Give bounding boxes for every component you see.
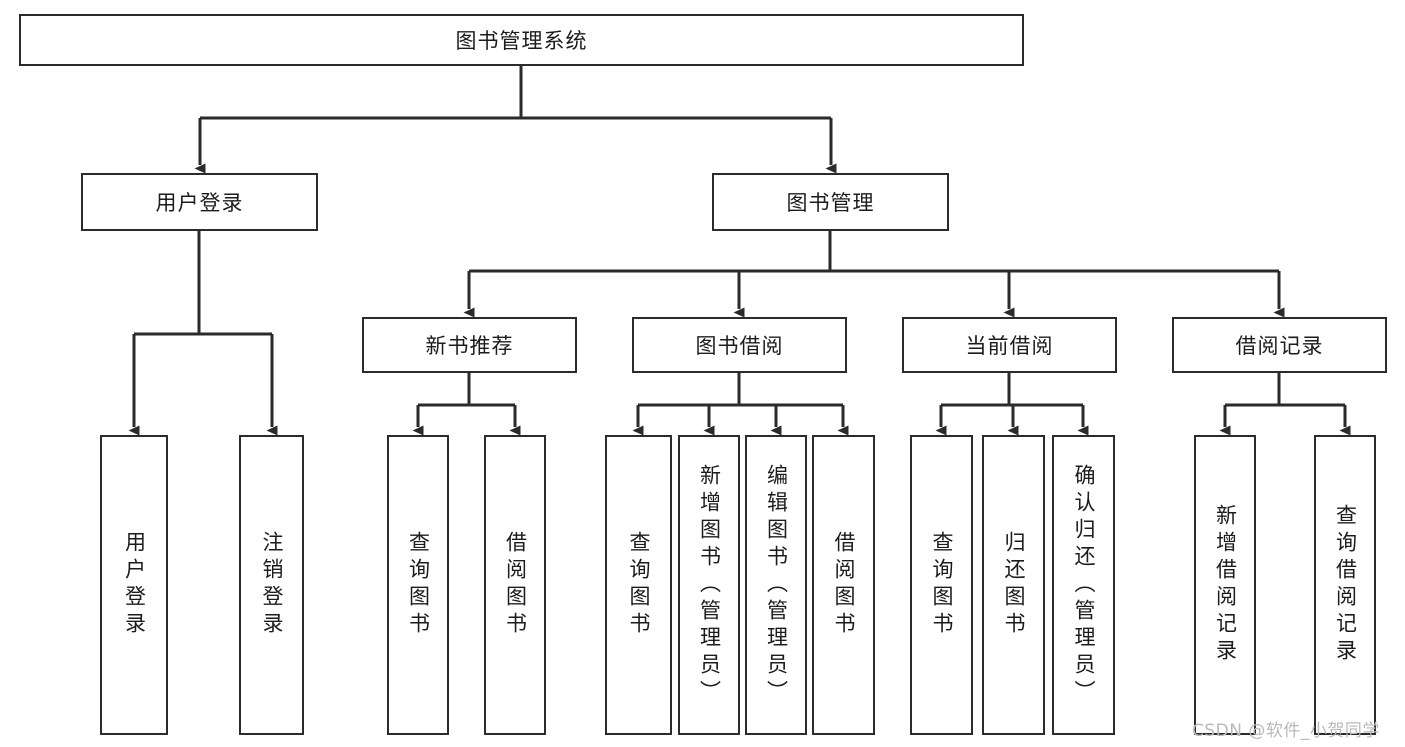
node-label: 当前借阅 <box>965 334 1054 358</box>
node-borrow-record[interactable]: 借阅记录 <box>1172 317 1387 373</box>
node-label: 图书借阅 <box>695 334 784 358</box>
leaf-add-book[interactable]: 新增图书（管理员） <box>678 435 740 735</box>
leaf-query-book-current[interactable]: 查询图书 <box>910 435 973 735</box>
node-label: 注销登录 <box>260 531 284 639</box>
leaf-add-borrow-record[interactable]: 新增借阅记录 <box>1194 435 1256 735</box>
node-label: 查询图书 <box>406 531 431 639</box>
node-label: 借阅图书 <box>832 531 856 639</box>
leaf-return-book[interactable]: 归还图书 <box>982 435 1045 735</box>
node-label: 图书管理系统 <box>455 29 588 53</box>
node-label: 用户登录 <box>155 191 244 215</box>
node-label: 查询借阅记录 <box>1333 504 1358 666</box>
leaf-edit-book[interactable]: 编辑图书（管理员） <box>745 435 807 735</box>
leaf-query-book-borrow[interactable]: 查询图书 <box>605 435 672 735</box>
node-label: 新增图书（管理员） <box>697 463 722 707</box>
node-book-management[interactable]: 图书管理 <box>712 173 949 231</box>
node-current-borrow[interactable]: 当前借阅 <box>902 317 1117 373</box>
node-label: 新增借阅记录 <box>1213 504 1238 666</box>
node-book-borrow[interactable]: 图书借阅 <box>632 317 847 373</box>
leaf-confirm-return[interactable]: 确认归还（管理员） <box>1052 435 1115 735</box>
leaf-query-book-recommend[interactable]: 查询图书 <box>387 435 449 735</box>
leaf-user-login[interactable]: 用户登录 <box>100 435 168 735</box>
node-label: 借阅图书 <box>503 531 528 639</box>
leaf-query-borrow-record[interactable]: 查询借阅记录 <box>1314 435 1376 735</box>
node-label: 归还图书 <box>1002 531 1026 639</box>
leaf-borrow-book-recommend[interactable]: 借阅图书 <box>484 435 546 735</box>
node-label: 借阅记录 <box>1235 334 1324 358</box>
node-label: 用户登录 <box>122 531 147 639</box>
csdn-watermark: CSDN @软件_小贺同学 <box>1192 721 1380 741</box>
node-label: 编辑图书（管理员） <box>764 463 789 707</box>
node-label: 查询图书 <box>930 531 954 639</box>
node-label: 查询图书 <box>627 531 651 639</box>
node-root-system[interactable]: 图书管理系统 <box>19 14 1024 66</box>
leaf-borrow-book[interactable]: 借阅图书 <box>812 435 875 735</box>
node-label: 图书管理 <box>786 191 875 215</box>
node-label: 确认归还（管理员） <box>1072 463 1096 707</box>
node-label: 新书推荐 <box>425 334 514 358</box>
leaf-logout[interactable]: 注销登录 <box>239 435 304 735</box>
node-new-book-recommend[interactable]: 新书推荐 <box>362 317 577 373</box>
node-user-login[interactable]: 用户登录 <box>81 173 318 231</box>
